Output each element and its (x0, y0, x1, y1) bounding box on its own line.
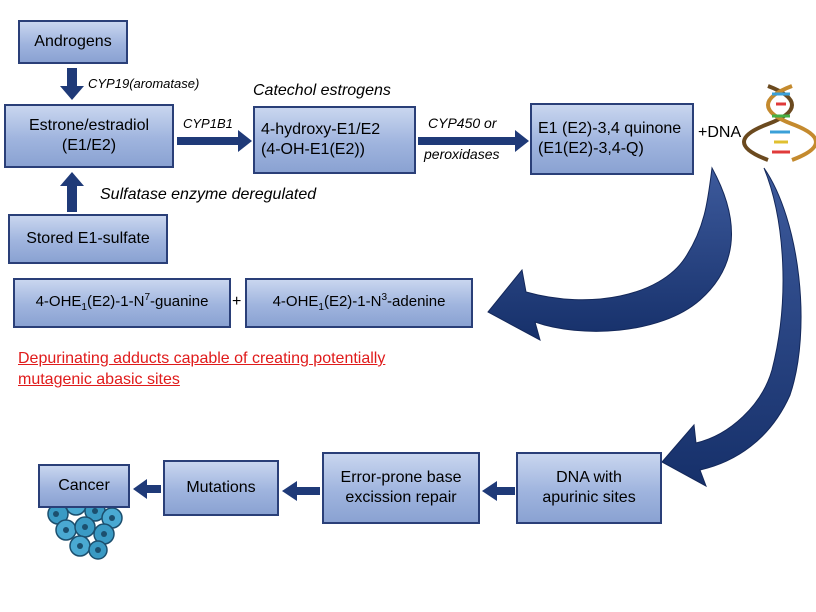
estrone-line1: Estrone/estradiol (28, 117, 150, 134)
stored-sulfate-box: Stored E1-sulfate (8, 214, 168, 264)
quinone-line1: E1 (E2)-3,4 quinone (538, 120, 682, 137)
mutations-box: Mutations (163, 460, 279, 516)
mutations-label: Mutations (186, 479, 256, 496)
cancer-label: Cancer (58, 477, 110, 494)
dna-apurinic-line2: apurinic sites (542, 489, 636, 506)
peroxidases-label: peroxidases (424, 146, 500, 162)
plus-dna-label: +DNA (698, 124, 742, 141)
cyp1b1-label: CYP1B1 (183, 116, 233, 131)
estrone-line2: (E1/E2) (61, 137, 117, 154)
cyp450-label: CYP450 or (428, 115, 497, 131)
arrow-dna-to-repair (482, 481, 515, 501)
dna-apurinic-line1: DNA with (556, 469, 622, 486)
arrow-stored-to-estrone (60, 172, 84, 212)
stored-sulfate-label: Stored E1-sulfate (26, 230, 150, 247)
adduct-guanine-label: 4-OHE1(E2)-1-N7-guanine (35, 292, 209, 313)
repair-line2: excission repair (345, 489, 457, 506)
curved-arrow-to-adducts (487, 166, 732, 341)
sulfatase-label: Sulfatase enzyme deregulated (100, 186, 317, 203)
adduct-guanine-box: 4-OHE1(E2)-1-N7-guanine (13, 278, 231, 328)
plus-sign: + (232, 293, 242, 310)
arrow-androgens-to-estrone (60, 68, 84, 100)
depurinating-note-line2: mutagenic abasic sites (18, 371, 180, 388)
repair-box: Error-prone base excission repair (322, 452, 480, 524)
quinone-line2: (E1(E2)-3,4-Q) (538, 140, 644, 157)
cancer-box: Cancer (38, 464, 130, 508)
estrone-box: Estrone/estradiol (E1/E2) (4, 104, 174, 168)
arrow-estrone-to-hydroxy (177, 130, 252, 152)
hydroxy-box: 4-hydroxy-E1/E2 (4-OH-E1(E2)) (253, 106, 416, 174)
cyp19-label: CYP19(aromatase) (88, 76, 200, 91)
adduct-adenine-label: 4-OHE1(E2)-1-N3-adenine (272, 292, 446, 313)
dna-apurinic-box: DNA with apurinic sites (516, 452, 662, 524)
adduct-adenine-box: 4-OHE1(E2)-1-N3-adenine (245, 278, 473, 328)
repair-line1: Error-prone base (340, 469, 462, 486)
arrow-mutations-to-cancer (133, 479, 161, 499)
quinone-box: E1 (E2)-3,4 quinone (E1(E2)-3,4-Q) (530, 103, 694, 175)
dna-helix-icon (742, 84, 816, 162)
curved-arrow-to-dna-box (661, 167, 802, 488)
depurinating-note-line1: Depurinating adducts capable of creating… (18, 350, 386, 367)
arrow-hydroxy-to-quinone (418, 130, 529, 152)
hydroxy-line1: 4-hydroxy-E1/E2 (261, 121, 381, 138)
androgens-label: Androgens (34, 33, 112, 50)
hydroxy-line2: (4-OH-E1(E2)) (261, 141, 366, 158)
arrow-repair-to-mutations (282, 481, 320, 501)
catechol-estrogens-label: Catechol estrogens (253, 82, 391, 99)
androgens-box: Androgens (18, 20, 128, 64)
